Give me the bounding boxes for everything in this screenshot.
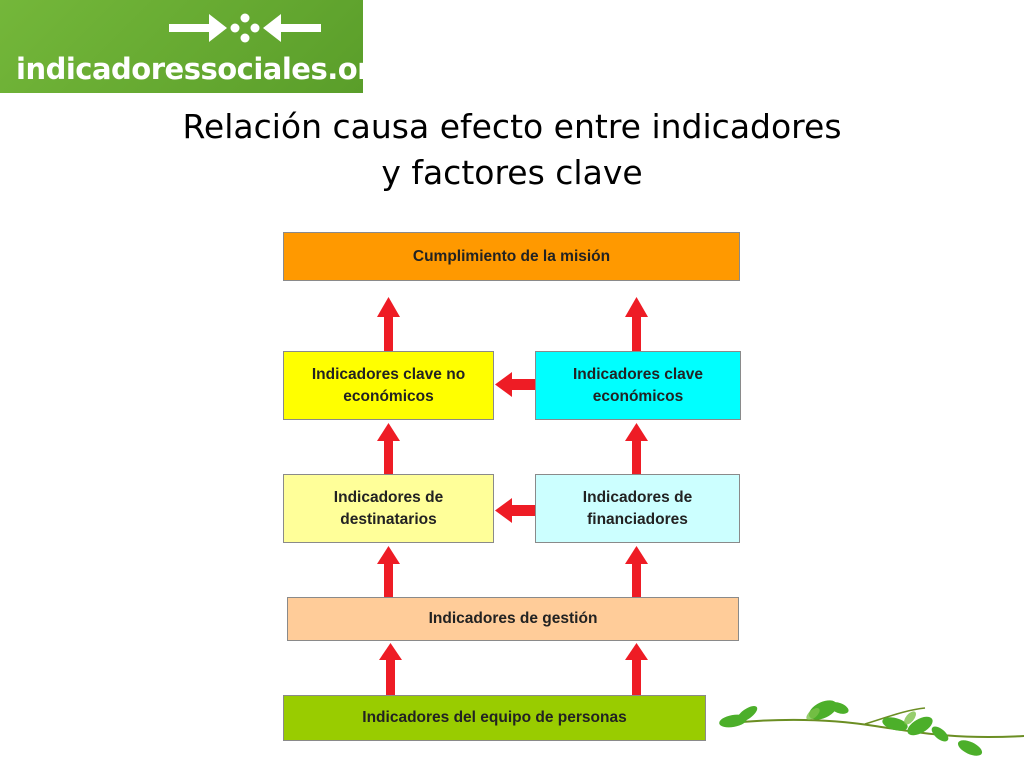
- box-management-indicators: Indicadores de gestión: [287, 597, 739, 641]
- logo-text: indicadoressociales.org: [16, 52, 392, 86]
- title-line-2: y factores clave: [381, 153, 643, 192]
- arrow-up-management-to-recipients: [377, 546, 400, 598]
- box-economic-indicators: Indicadores clave económicos: [535, 351, 741, 420]
- arrows-dots-arrows-icon: [169, 13, 321, 43]
- arrow-left-funders-to-recipients: [495, 498, 535, 523]
- box-funder-indicators: Indicadores de financiadores: [535, 474, 740, 543]
- box-non-economic-indicators: Indicadores clave no económicos: [283, 351, 494, 420]
- page-title: Relación causa efecto entre indicadores …: [0, 104, 1024, 196]
- arrow-up-recipients-to-non-economic: [377, 423, 400, 474]
- arrow-up-funders-to-economic: [625, 423, 648, 474]
- title-line-1: Relación causa efecto entre indicadores: [182, 107, 842, 146]
- arrow-up-economic-to-mission: [625, 297, 648, 352]
- site-logo[interactable]: indicadoressociales.org: [0, 0, 392, 93]
- vine-leaves-icon: [719, 700, 1024, 756]
- arrow-up-non-economic-to-mission: [377, 297, 400, 352]
- arrow-up-team-to-management-left: [379, 643, 402, 696]
- arrow-up-team-to-management-right: [625, 643, 648, 696]
- box-team-indicators: Indicadores del equipo de personas: [283, 695, 706, 741]
- box-mission: Cumplimiento de la misión: [283, 232, 740, 281]
- box-recipient-indicators: Indicadores de destinatarios: [283, 474, 494, 543]
- arrow-up-management-to-funders: [625, 546, 648, 598]
- arrow-left-economic-to-non-economic: [495, 372, 535, 397]
